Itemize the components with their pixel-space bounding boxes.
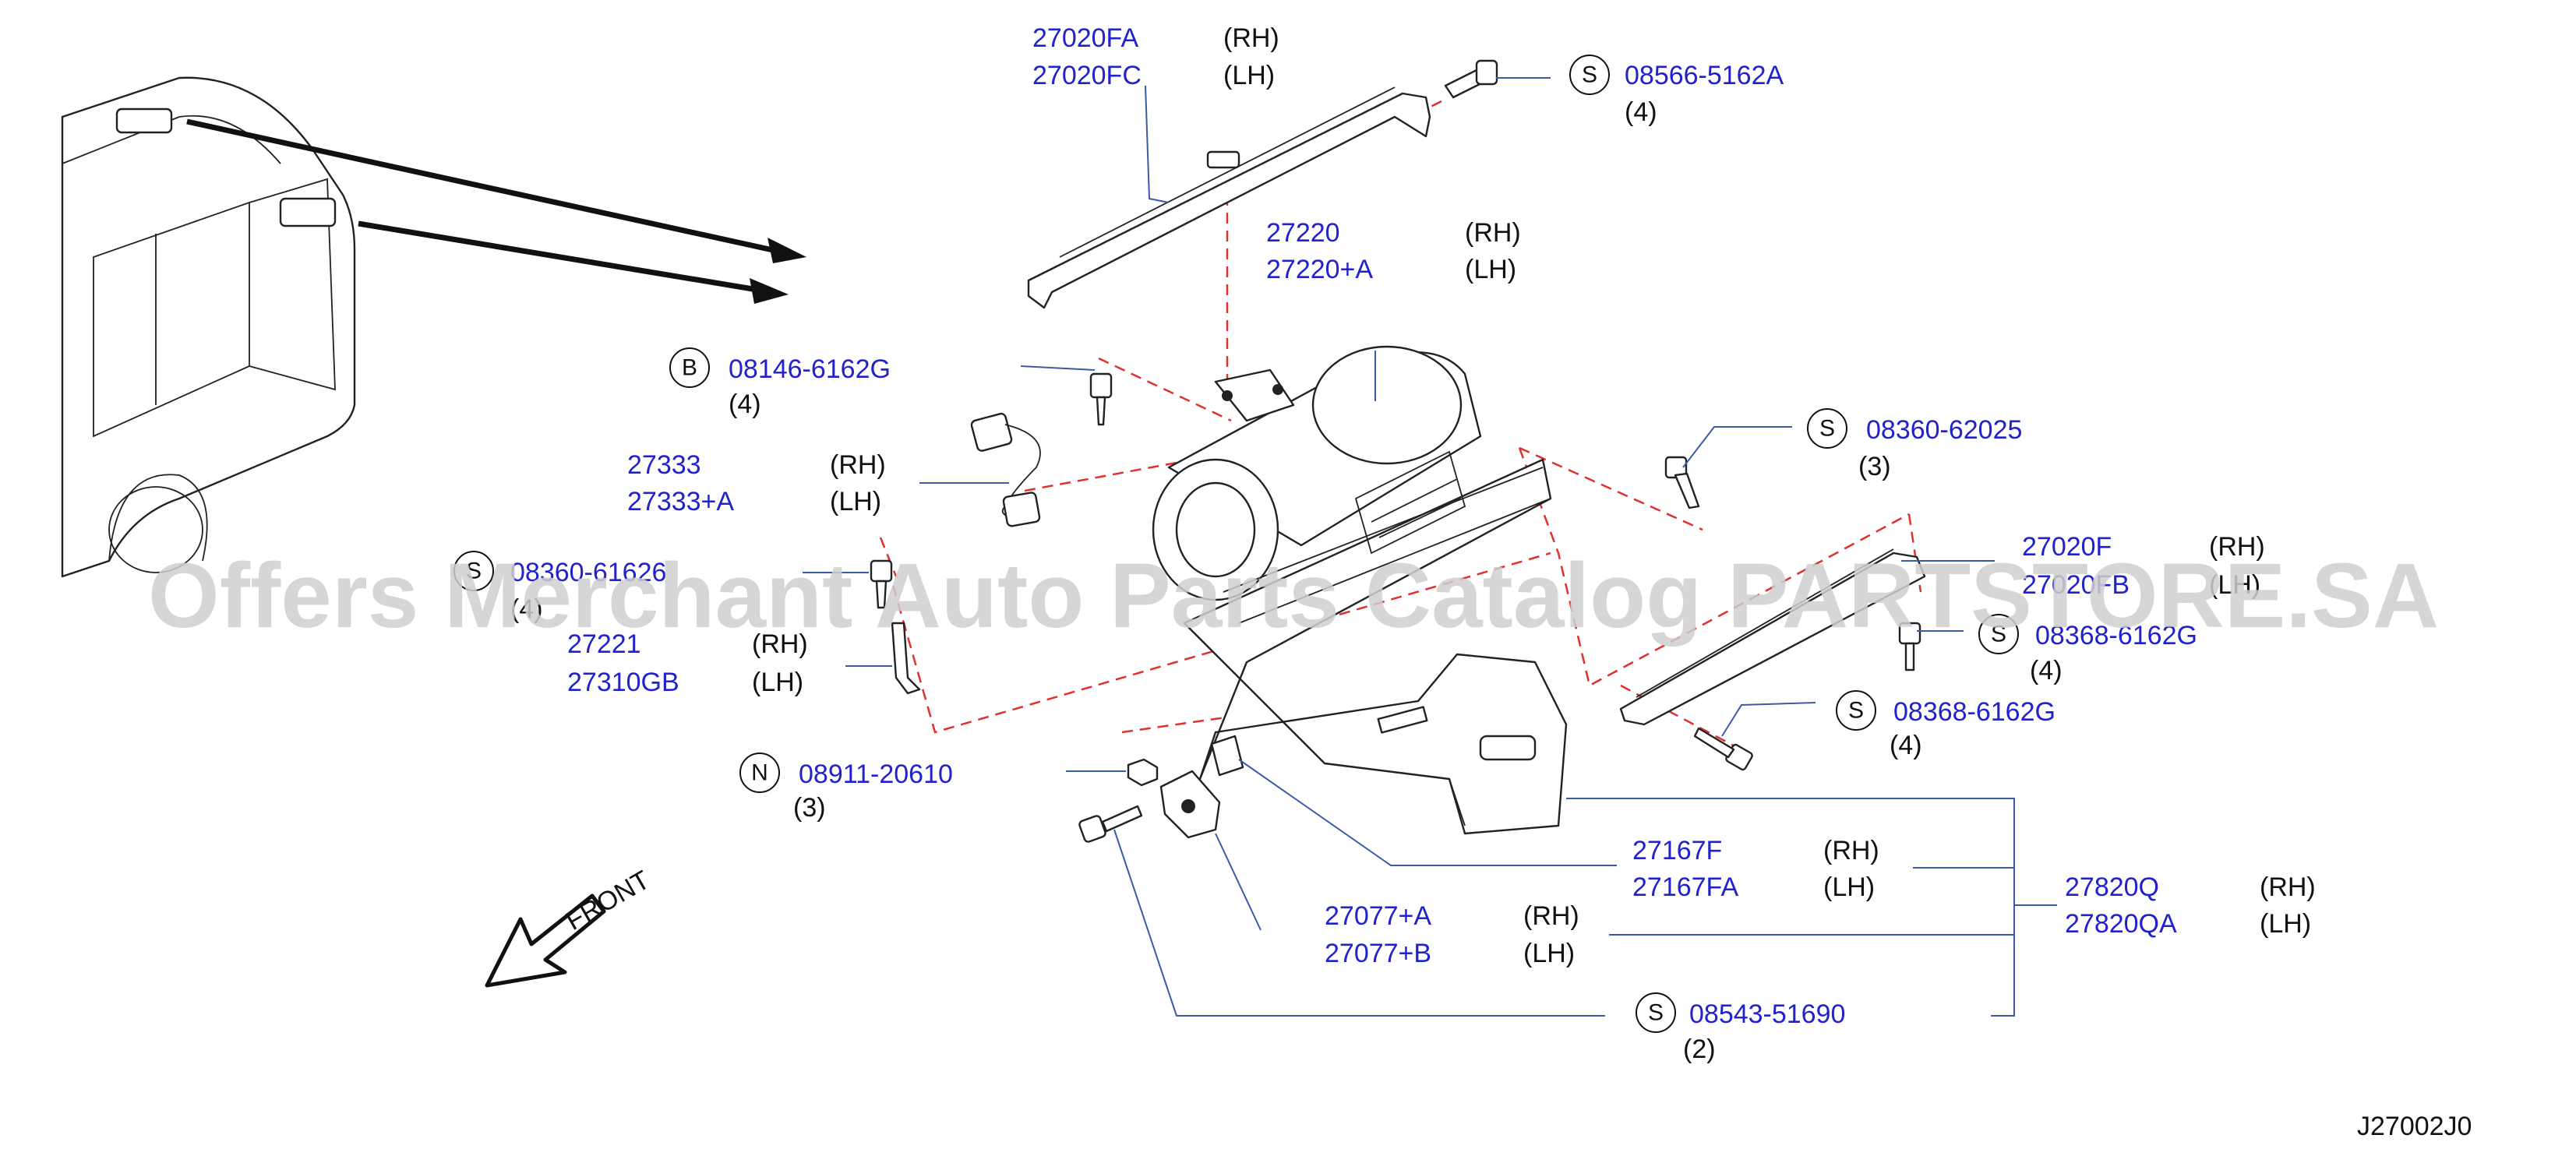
leader-lines bbox=[803, 77, 2057, 1017]
part-number[interactable]: 27020FC bbox=[1032, 61, 1142, 90]
location-arrows bbox=[186, 118, 806, 304]
badge-letter: B bbox=[682, 355, 697, 381]
badge-letter: S bbox=[1848, 698, 1864, 724]
side-label: (RH) bbox=[1823, 836, 1879, 865]
part-number[interactable]: 27220+A bbox=[1266, 255, 1373, 284]
side-label: (RH) bbox=[1523, 901, 1579, 931]
quantity: (4) bbox=[1625, 97, 1657, 127]
badge-letter: S bbox=[466, 559, 482, 584]
label-08911: N 08911-20610 (3) bbox=[739, 752, 953, 823]
blower-motor-assembly bbox=[1152, 345, 1482, 601]
side-label: (LH) bbox=[1465, 255, 1516, 284]
part-number[interactable]: 08360-62025 bbox=[1866, 415, 2022, 445]
badge-letter: N bbox=[751, 760, 768, 786]
part-number[interactable]: 08360-61626 bbox=[510, 558, 666, 587]
bolt-08368-lower bbox=[1693, 727, 1753, 771]
quantity: (4) bbox=[2030, 656, 2063, 685]
part-number[interactable]: 27167F bbox=[1632, 836, 1722, 865]
side-label: (LH) bbox=[752, 668, 803, 697]
quantity: (4) bbox=[729, 389, 761, 419]
part-number[interactable]: 08566-5162A bbox=[1625, 61, 1784, 90]
side-label: (RH) bbox=[1465, 218, 1521, 248]
badge-letter: S bbox=[1819, 416, 1835, 442]
part-number[interactable]: 27333 bbox=[627, 450, 701, 480]
clip-27167F bbox=[1210, 735, 1244, 777]
part-number[interactable]: 08543-51690 bbox=[1689, 999, 1845, 1029]
label-08368-upper: S 08368-6162G (4) bbox=[1978, 614, 2197, 685]
side-label: (RH) bbox=[830, 450, 886, 480]
vehicle-outline-illustration bbox=[61, 76, 356, 578]
label-27820Q: 27820Q (RH) 27820QA (LH) bbox=[2065, 872, 2316, 939]
label-27020F: 27020F (RH) 27020FB (LH) bbox=[2022, 532, 2265, 600]
bolt-08360-61626 bbox=[870, 559, 893, 609]
front-label: FRONT bbox=[561, 865, 655, 936]
part-number[interactable]: 27310GB bbox=[567, 668, 679, 697]
quantity: (3) bbox=[793, 793, 826, 823]
badge-letter: S bbox=[1991, 622, 2006, 647]
side-label: (LH) bbox=[830, 487, 881, 516]
part-number[interactable]: 27077+A bbox=[1325, 901, 1431, 931]
quantity: (2) bbox=[1683, 1034, 1716, 1064]
quantity: (4) bbox=[1890, 731, 1922, 760]
side-label: (LH) bbox=[1223, 61, 1275, 90]
label-27077: 27077+A (RH) 27077+B (LH) bbox=[1325, 901, 1579, 968]
label-08566: S 08566-5162A (4) bbox=[1569, 55, 1784, 127]
watermark-text: Offers Merchant Auto Parts Catalog PARTS… bbox=[148, 545, 2439, 647]
side-label: (LH) bbox=[1523, 939, 1575, 968]
label-27333: 27333 (RH) 27333+A (LH) bbox=[627, 450, 886, 516]
badge-letter: S bbox=[1582, 62, 1597, 88]
mount-27077 bbox=[1159, 770, 1221, 839]
part-number[interactable]: 27820Q bbox=[2065, 872, 2159, 902]
part-number[interactable]: 27221 bbox=[567, 629, 641, 659]
nut-08911 bbox=[1127, 758, 1159, 787]
bolt-08360-62025 bbox=[1664, 456, 1700, 509]
side-label: (RH) bbox=[752, 629, 808, 659]
part-number[interactable]: 08146-6162G bbox=[729, 354, 891, 384]
part-number[interactable]: 27167FA bbox=[1632, 872, 1738, 902]
part-number[interactable]: 08911-20610 bbox=[799, 760, 953, 789]
part-number[interactable]: 27220 bbox=[1266, 218, 1340, 248]
label-08543: S 08543-51690 (2) bbox=[1636, 992, 1845, 1064]
side-label: (LH) bbox=[2209, 570, 2260, 600]
label-27220: 27220 (RH) 27220+A (LH) bbox=[1266, 218, 1521, 284]
label-08146: B 08146-6162G (4) bbox=[669, 347, 891, 419]
part-number[interactable]: 27077+B bbox=[1325, 939, 1431, 968]
part-number[interactable]: 27820QA bbox=[2065, 909, 2177, 939]
part-number[interactable]: 27333+A bbox=[627, 487, 734, 516]
label-27167F: 27167F (RH) 27167FA (LH) bbox=[1632, 836, 1879, 902]
part-number[interactable]: 27020FB bbox=[2022, 570, 2130, 600]
wiring-harness-27333 bbox=[970, 412, 1041, 527]
side-mounting-bracket bbox=[1619, 548, 1926, 726]
side-label: (LH) bbox=[1823, 872, 1875, 902]
bolt-08368-upper bbox=[1898, 622, 1921, 671]
part-number[interactable]: 08368-6162G bbox=[2035, 621, 2197, 650]
diagram-code: J27002J0 bbox=[2357, 1112, 2472, 1141]
label-08360-62025: S 08360-62025 (3) bbox=[1807, 408, 2022, 481]
label-27221: 27221 (RH) 27310GB (LH) bbox=[567, 629, 808, 697]
bracket-27221 bbox=[891, 622, 921, 695]
badge-letter: S bbox=[1648, 1000, 1664, 1026]
part-number[interactable]: 27020FA bbox=[1032, 23, 1138, 53]
part-number[interactable]: 27020F bbox=[2022, 532, 2112, 562]
label-08368-lower: S 08368-6162G (4) bbox=[1836, 690, 2056, 760]
side-label: (LH) bbox=[2260, 909, 2311, 939]
side-label: (RH) bbox=[2209, 532, 2265, 562]
screw-08543 bbox=[1078, 805, 1143, 843]
part-number[interactable]: 08368-6162G bbox=[1893, 697, 2056, 727]
front-direction-arrow: FRONT bbox=[485, 865, 655, 988]
upper-mounting-bracket bbox=[1027, 86, 1431, 309]
side-label: (RH) bbox=[1223, 23, 1279, 53]
side-label: (RH) bbox=[2260, 872, 2316, 902]
label-27020FA: 27020FA (RH) 27020FC (LH) bbox=[1032, 23, 1279, 90]
screw-08566 bbox=[1444, 59, 1498, 99]
quantity: (3) bbox=[1858, 452, 1891, 481]
label-08360-61626: S 08360-61626 (4) bbox=[453, 551, 666, 624]
bolt-08146 bbox=[1089, 372, 1113, 426]
heater-duct-assembly bbox=[1183, 450, 1568, 835]
quantity: (4) bbox=[510, 594, 543, 624]
